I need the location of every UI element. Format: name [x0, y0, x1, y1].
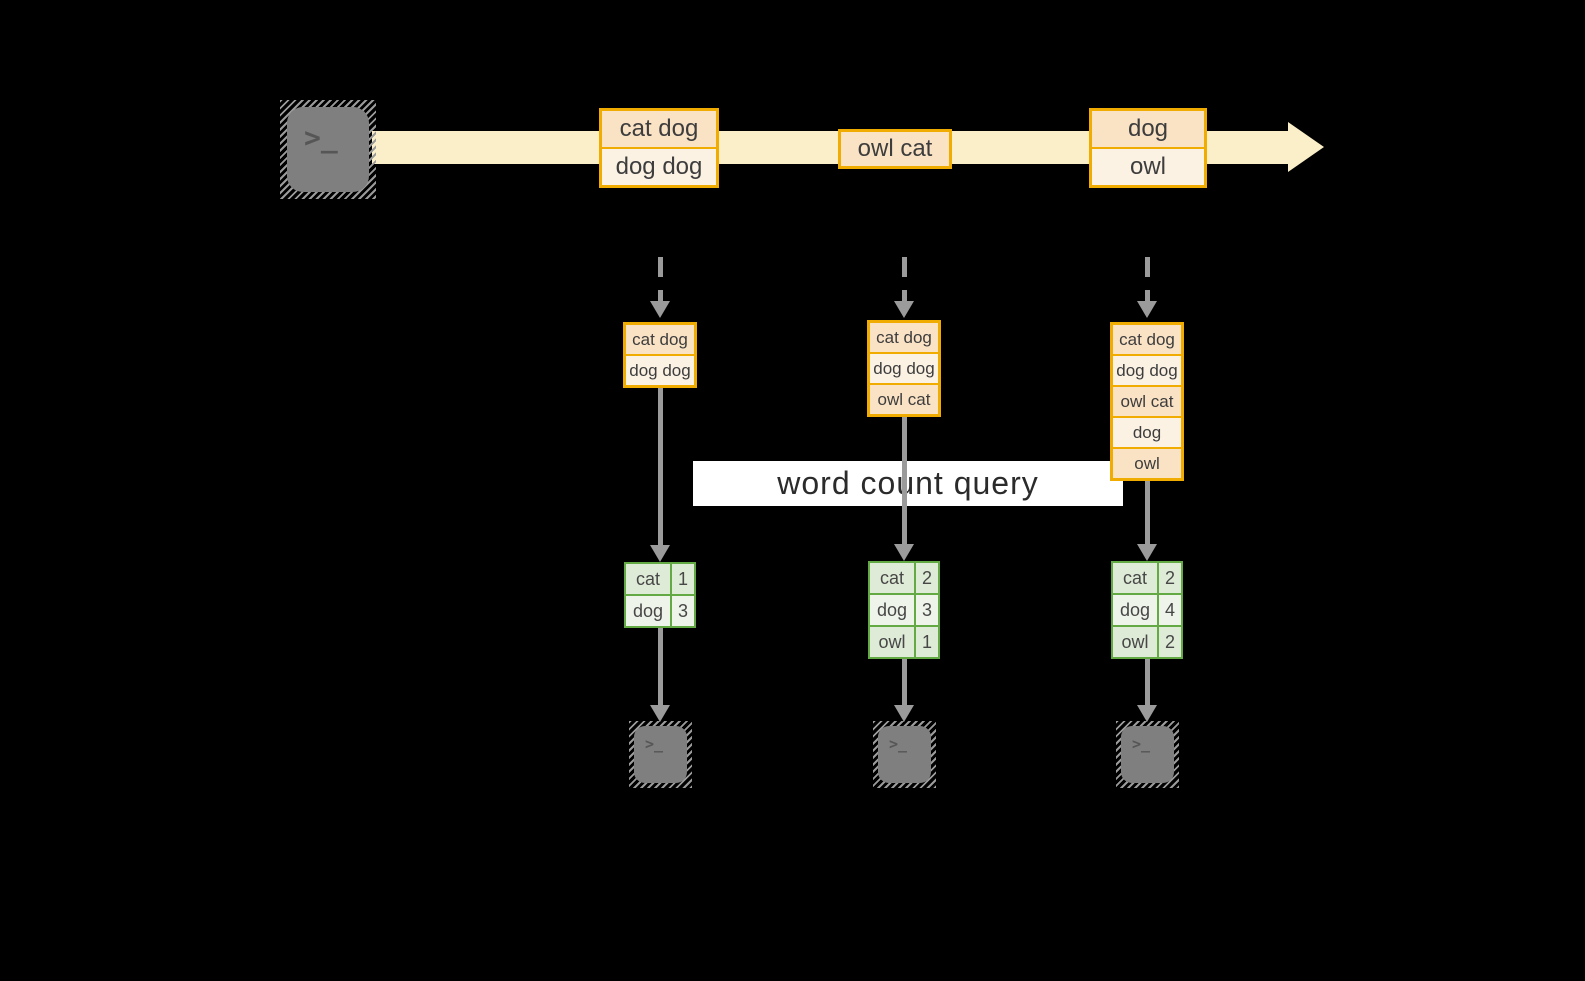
result-row: dog 4 — [1113, 595, 1181, 625]
result-table-3: cat 2 dog 4 owl 2 — [1111, 561, 1183, 659]
result-word-cell: dog — [626, 596, 670, 626]
result-word-cell: dog — [870, 595, 914, 625]
state-word-row: cat dog — [626, 325, 694, 354]
terminal-prompt-glyph: >_ — [304, 121, 338, 154]
terminal-sink-body: >_ — [878, 726, 931, 783]
state-word-row: dog dog — [1113, 356, 1181, 385]
dashed-arrow-head-2 — [894, 301, 914, 318]
result-row: cat 1 — [626, 564, 694, 594]
query-label: word count query — [777, 465, 1039, 501]
sink-arrow-line-3 — [1145, 659, 1150, 706]
state-word-row: owl cat — [870, 385, 938, 414]
dashed-arrow-line-1 — [658, 257, 663, 302]
state-word-row: cat dog — [1113, 325, 1181, 354]
terminal-sink-icon-3: >_ — [1116, 721, 1179, 788]
result-count-cell: 2 — [1159, 627, 1181, 657]
result-count-cell: 1 — [916, 627, 938, 657]
stream-word-row: dog — [1092, 111, 1204, 147]
stream-word-row: cat dog — [602, 111, 716, 147]
query-arrow-line-2 — [902, 417, 907, 545]
dashed-arrow-head-3 — [1137, 301, 1157, 318]
query-arrow-line-1 — [658, 388, 663, 546]
terminal-source-body: >_ — [287, 107, 369, 192]
terminal-prompt-glyph: >_ — [889, 735, 908, 753]
state-word-row: owl — [1113, 449, 1181, 478]
query-arrow-head-1 — [650, 545, 670, 562]
result-row: owl 2 — [1113, 627, 1181, 657]
stream-word-row: owl — [1092, 149, 1204, 185]
sink-arrow-line-2 — [902, 659, 907, 706]
stream-word-row: owl cat — [841, 132, 949, 166]
dashed-arrow-head-1 — [650, 301, 670, 318]
result-word-cell: cat — [870, 563, 914, 593]
stream-arrowhead — [1288, 122, 1324, 172]
state-stack-3: cat dog dog dog owl cat dog owl — [1110, 322, 1184, 481]
result-count-cell: 2 — [916, 563, 938, 593]
state-stack-1: cat dog dog dog — [623, 322, 697, 388]
result-row: dog 3 — [870, 595, 938, 625]
result-word-cell: owl — [1113, 627, 1157, 657]
result-table-2: cat 2 dog 3 owl 1 — [868, 561, 940, 659]
terminal-source-icon: >_ — [280, 100, 376, 199]
terminal-prompt-glyph: >_ — [645, 735, 664, 753]
query-label-band: word count query — [693, 461, 1123, 506]
result-count-cell: 1 — [672, 564, 694, 594]
result-row: owl 1 — [870, 627, 938, 657]
state-word-row: dog dog — [870, 354, 938, 383]
result-table-1: cat 1 dog 3 — [624, 562, 696, 628]
result-word-cell: cat — [626, 564, 670, 594]
terminal-sink-body: >_ — [1121, 726, 1174, 783]
result-row: cat 2 — [1113, 563, 1181, 593]
state-stack-2: cat dog dog dog owl cat — [867, 320, 941, 417]
result-word-cell: cat — [1113, 563, 1157, 593]
stream-word-row: dog dog — [602, 149, 716, 185]
terminal-sink-body: >_ — [634, 726, 687, 783]
stream-batch-2: owl cat — [838, 129, 952, 169]
sink-arrow-head-3 — [1137, 705, 1157, 722]
query-arrow-head-3 — [1137, 544, 1157, 561]
result-word-cell: dog — [1113, 595, 1157, 625]
stream-batch-1: cat dog dog dog — [599, 108, 719, 188]
terminal-sink-icon-1: >_ — [629, 721, 692, 788]
state-word-row: cat dog — [870, 323, 938, 352]
result-count-cell: 4 — [1159, 595, 1181, 625]
state-word-row: dog dog — [626, 356, 694, 385]
result-row: cat 2 — [870, 563, 938, 593]
query-arrow-line-3 — [1145, 481, 1150, 545]
sink-arrow-head-2 — [894, 705, 914, 722]
sink-arrow-line-1 — [658, 628, 663, 706]
result-word-cell: owl — [870, 627, 914, 657]
result-count-cell: 3 — [916, 595, 938, 625]
stream-batch-3: dog owl — [1089, 108, 1207, 188]
result-row: dog 3 — [626, 596, 694, 626]
result-count-cell: 3 — [672, 596, 694, 626]
terminal-sink-icon-2: >_ — [873, 721, 936, 788]
terminal-prompt-glyph: >_ — [1132, 735, 1151, 753]
result-count-cell: 2 — [1159, 563, 1181, 593]
state-word-row: owl cat — [1113, 387, 1181, 416]
dashed-arrow-line-3 — [1145, 257, 1150, 302]
dashed-arrow-line-2 — [902, 257, 907, 302]
sink-arrow-head-1 — [650, 705, 670, 722]
query-arrow-head-2 — [894, 544, 914, 561]
state-word-row: dog — [1113, 418, 1181, 447]
